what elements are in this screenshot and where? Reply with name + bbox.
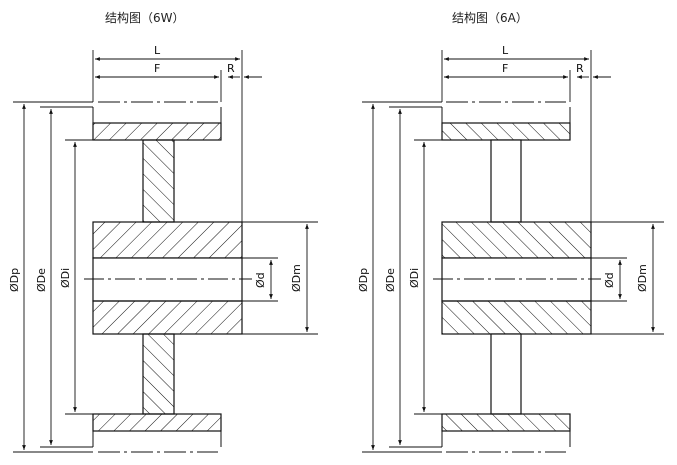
hub-upper-6a [441, 221, 592, 259]
bore-6w [92, 257, 243, 302]
label-d-6a: Ød [603, 272, 616, 288]
bottom-web-6w [142, 333, 175, 415]
label-F-6a: F [502, 62, 508, 75]
label-Dm-6a: ØDm [636, 264, 649, 292]
diagram-title-6w: 结构图（6W） [105, 11, 185, 25]
diagram-title-6a: 结构图（6A） [452, 11, 528, 25]
hub-lower-6a [441, 300, 592, 335]
hub-upper-6w [92, 221, 243, 259]
label-De-6w: ØDe [35, 268, 48, 292]
pulley-6a [433, 101, 601, 453]
top-web-6w [142, 139, 175, 223]
label-Di-6w: ØDi [59, 268, 72, 288]
label-De-6a: ØDe [384, 268, 397, 292]
dims-right-6w [242, 221, 318, 335]
bottom-web-6a [490, 333, 522, 415]
bottom-flange-6w [92, 413, 222, 432]
label-d-6w: Ød [254, 272, 267, 288]
label-Dp-6w: ØDp [8, 268, 21, 292]
bore-6a [441, 257, 592, 302]
dims-top-6a [441, 50, 611, 222]
dims-left-6a [362, 101, 442, 453]
label-Dp-6a: ØDp [357, 268, 370, 292]
dims-top-6w [92, 50, 262, 222]
label-F-6w: F [154, 62, 160, 75]
top-flange-6w [92, 122, 222, 141]
top-web-6a [490, 139, 522, 223]
label-Dm-6w: ØDm [290, 264, 303, 292]
label-R-6w: R [227, 62, 235, 75]
dims-right-6a [591, 221, 664, 335]
label-R-6a: R [576, 62, 584, 75]
top-flange-6a [441, 122, 571, 141]
bottom-flange-6a [441, 413, 571, 432]
label-L-6w: L [154, 44, 161, 57]
hub-lower-6w [92, 300, 243, 335]
pulley-6w [84, 101, 252, 453]
label-L-6a: L [502, 44, 509, 57]
dims-left-6w [13, 101, 93, 453]
label-Di-6a: ØDi [408, 268, 421, 288]
